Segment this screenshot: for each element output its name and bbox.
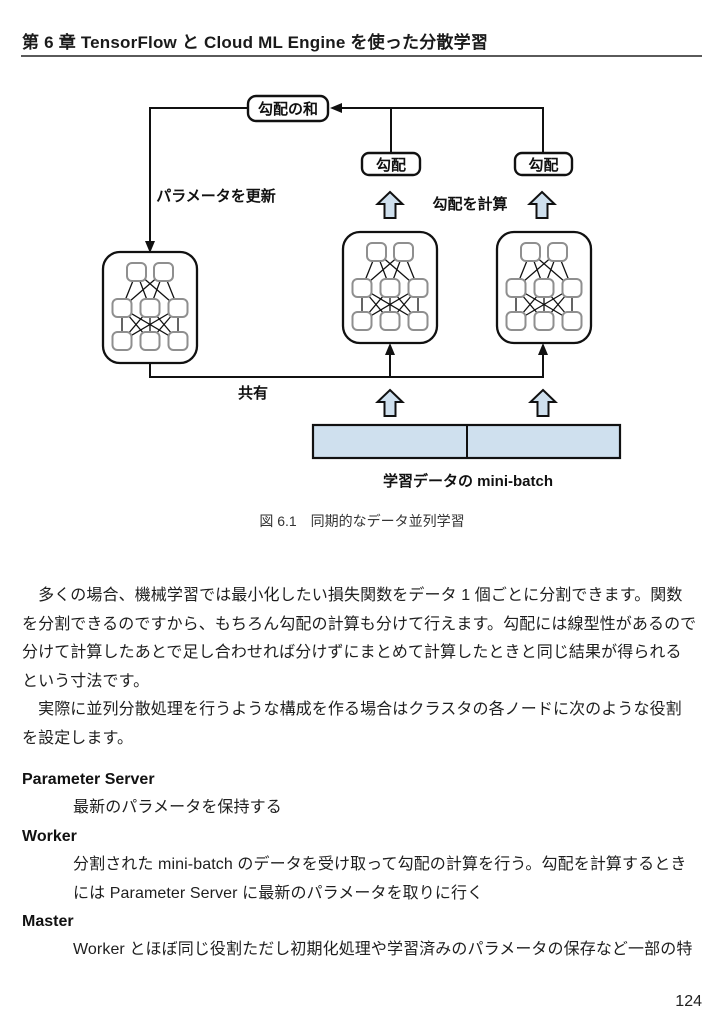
header-rule (21, 55, 702, 57)
block-arrow-gradient-left (376, 191, 404, 219)
page-number: 124 (675, 993, 702, 1010)
flow-line-update-parameters (149, 107, 248, 245)
gradient-right-label: 勾配 (528, 156, 558, 174)
gradient-box-left (360, 151, 422, 177)
body-line: を設定します。 (22, 730, 134, 747)
flow-line-share (149, 352, 544, 378)
body-line: という寸法です。 (22, 673, 150, 690)
neural-net-worker-2 (495, 230, 593, 345)
arrowhead-up-into-worker2-net (538, 343, 548, 355)
definition-term-master: Master (22, 913, 74, 930)
block-arrow-minibatch-right (529, 389, 557, 417)
share-label: 共有 (238, 384, 268, 402)
definition-desc: には Parameter Server に最新のパラメータを取りに行く (73, 885, 484, 902)
update-parameters-label: パラメータを更新 (156, 187, 276, 205)
block-arrow-gradient-right (528, 191, 556, 219)
definition-desc: Worker とほぼ同じ役割ただし初期化処理や学習済みのパラメータの保存など一部… (73, 941, 693, 958)
definition-term-parameter-server: Parameter Server (22, 771, 155, 788)
figure-caption: 図 6.1 同期的なデータ並列学習 (259, 513, 465, 529)
gradient-sum-box (246, 94, 330, 123)
neural-net-parameter-server (101, 250, 199, 365)
gradient-sum-label: 勾配の和 (258, 100, 318, 118)
flow-line-gradients-to-sum (339, 107, 544, 152)
figure-6-1-diagram: 勾配の和 勾配 勾配 パラメータを更新 勾配を計算 共有 学習データの mini… (101, 94, 622, 490)
arrowhead-left-into-gradient-sum (330, 103, 342, 113)
neural-net-worker-1 (341, 230, 439, 345)
chapter-header: 第 6 章 TensorFlow と Cloud ML Engine を使った分… (22, 33, 489, 52)
compute-gradient-label: 勾配を計算 (432, 195, 507, 213)
minibatch-label: 学習データの mini-batch (383, 472, 553, 490)
definition-term-worker: Worker (22, 828, 77, 845)
block-arrow-minibatch-left (376, 389, 404, 417)
gradient-left-label: 勾配 (376, 156, 406, 174)
definition-desc: 分割された mini-batch のデータを受け取って勾配の計算を行う。勾配を計… (73, 856, 687, 873)
arrowhead-up-into-worker1-net (385, 343, 395, 355)
gradient-box-right (513, 151, 574, 177)
body-line: 分けて計算したあとで足し合わせれば分けずにまとめて計算したときと同じ結果が得られ… (22, 644, 682, 661)
arrowhead-down-into-server-net (145, 241, 155, 253)
body-line: 実際に並列分散処理を行うような構成を作る場合はクラスタの各ノードに次のような役割 (22, 701, 682, 718)
body-line: 多くの場合、機械学習では最小化したい損失関数をデータ 1 個ごとに分割できます。… (22, 587, 683, 604)
definition-desc: 最新のパラメータを保持する (73, 799, 282, 816)
body-line: を分割できるのですから、もちろん勾配の計算も分けて行えます。勾配には線型性がある… (22, 616, 697, 633)
